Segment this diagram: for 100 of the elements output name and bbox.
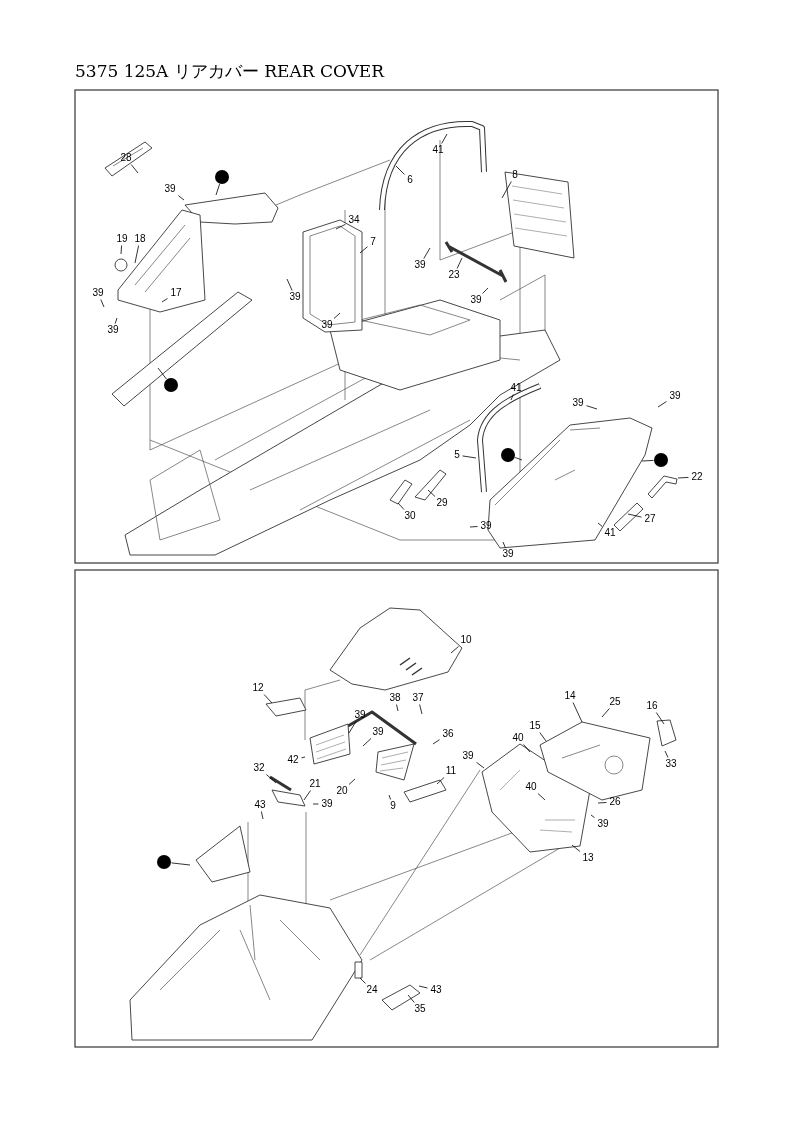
leader-line [120,245,122,255]
leader-line [215,183,220,196]
page-title: 5375 125A リアカバー REAR COVER [75,60,385,82]
leader-line [664,750,669,758]
callout-number: 42 [285,754,301,766]
callout-dot [164,378,178,392]
leader-line [510,394,514,401]
leader-line [450,646,459,654]
leader-line [597,522,603,527]
callout-number: 32 [251,762,267,774]
callout-number: 36 [440,728,456,740]
leader-line [427,489,436,497]
callout-number: 8 [510,169,520,181]
callout-number: 29 [434,497,450,509]
callout-number: 33 [663,758,679,770]
callout-number: 39 [352,709,368,721]
leader-line [130,164,139,174]
callout-number: 28 [118,152,134,164]
leader-line [523,744,531,753]
callout-number: 39 [412,259,428,271]
callout-number: 23 [446,269,462,281]
callout-number: 16 [644,700,660,712]
callout-number: 15 [527,720,543,732]
leader-line [395,165,405,175]
callout-number: 39 [90,287,106,299]
leader-line [263,694,273,704]
leader-line [359,977,366,984]
leader-line [388,794,391,800]
callout-number: 10 [458,634,474,646]
leader-line [348,721,357,734]
leader-line [419,704,423,715]
leader-line [476,762,485,769]
leader-line [482,287,489,294]
leader-line [407,994,415,1003]
leader-line [469,526,478,528]
callout-number: 9 [388,800,398,812]
callout-number: 21 [307,778,323,790]
callout-number: 26 [607,796,623,808]
callout-number: 11 [443,765,459,777]
callout-number: 39 [468,294,484,306]
leader-line [436,777,445,785]
leader-line [590,814,595,818]
callout-number: 38 [387,692,403,704]
callout-number: 41 [602,527,618,539]
callout-dot [215,170,229,184]
leader-line [114,317,118,324]
leader-line [655,712,665,725]
callout-number: 39 [319,798,335,810]
leader-line [161,298,168,303]
leader-line [261,811,264,820]
callout-number: 14 [562,690,578,702]
leader-line [597,802,607,804]
callout-number: 27 [642,513,658,525]
callout-number: 39 [667,390,683,402]
leader-line [359,246,368,254]
leader-line [157,367,167,380]
leader-line [456,257,463,269]
leader-line [501,181,512,199]
leader-line [286,278,293,291]
callout-number: 39 [105,324,121,336]
leader-line [100,299,105,308]
leader-line [335,223,346,230]
callout-number: 34 [346,214,362,226]
callout-number: 20 [334,785,350,797]
leader-line [171,862,191,866]
callout-number: 30 [402,510,418,522]
leader-line [571,844,581,852]
callout-number: 13 [580,852,596,864]
callout-number: 22 [689,471,705,483]
callout-number: 24 [364,984,380,996]
callout-number: 17 [168,287,184,299]
leader-line [333,312,341,319]
callout-number: 19 [114,233,130,245]
leader-line [266,774,277,784]
callout-number: 25 [607,696,623,708]
callout-number: 39 [595,818,611,830]
callout-number: 43 [252,799,268,811]
callout-dot [501,448,515,462]
leader-line [677,477,689,479]
leader-line [362,738,372,747]
leader-line [514,457,523,461]
leader-line [432,739,440,745]
callout-number: 7 [368,236,378,248]
leader-line [586,405,598,410]
leader-line [348,778,356,785]
callout-number: 39 [162,183,178,195]
callout-number: 39 [370,726,386,738]
leader-line [396,704,399,712]
leader-line [301,756,306,759]
callout-number: 35 [412,1003,428,1015]
callout-number: 39 [500,548,516,560]
leader-line [312,803,319,805]
leader-line [462,455,477,459]
callout-dot [157,855,171,869]
callout-number: 39 [460,750,476,762]
leader-line [418,985,428,989]
callout-number: 40 [523,781,539,793]
callout-number: 41 [430,144,446,156]
leader-line [177,195,185,201]
callout-number: 37 [410,692,426,704]
